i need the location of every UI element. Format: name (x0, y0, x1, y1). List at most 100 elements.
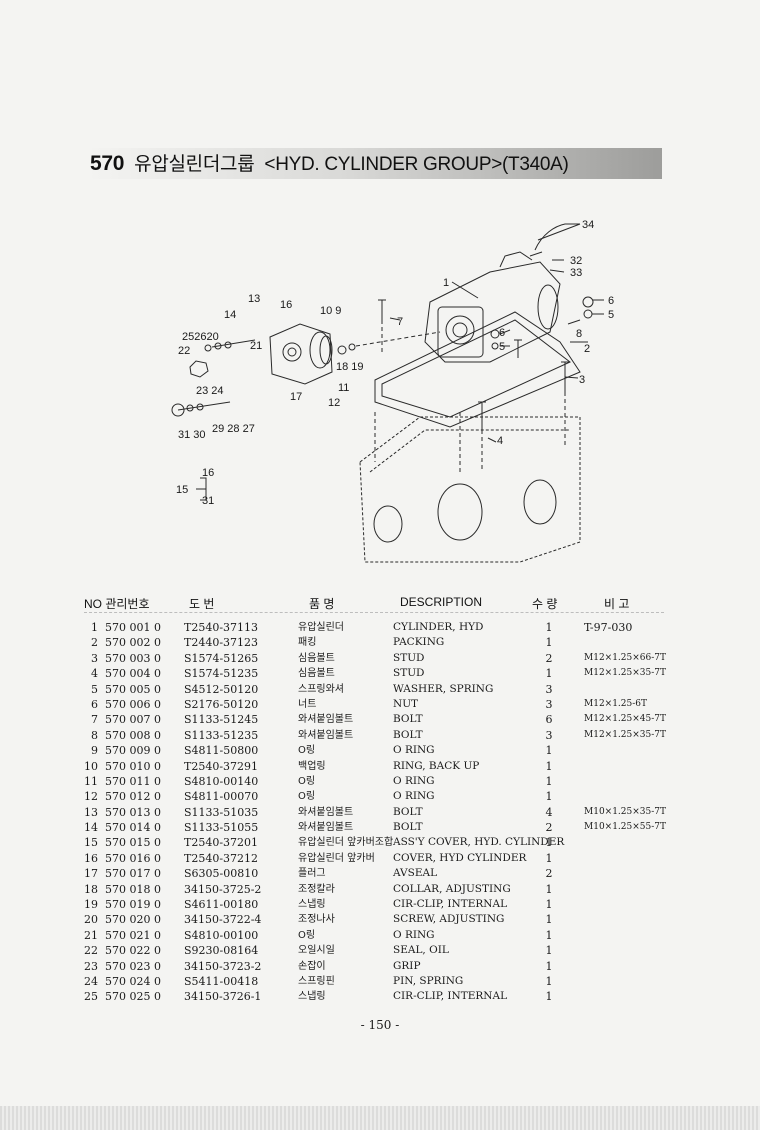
row-name-korean: 오일시일 (298, 945, 335, 957)
callout-6: 6 (499, 327, 505, 339)
row-quantity: 1 (545, 944, 553, 958)
callout-12: 12 (328, 397, 340, 409)
row-no: 7 (91, 713, 98, 727)
row-part-number: S9230-08164 (184, 944, 259, 958)
row-description: PACKING (393, 636, 445, 649)
callout-13: 13 (248, 293, 260, 305)
callout-29: 29 28 27 (212, 423, 255, 435)
row-group-code: 570 023 0 (105, 959, 161, 973)
row-quantity: 1 (545, 621, 553, 634)
row-group-code: 570 012 0 (105, 790, 161, 804)
row-no: 22 (84, 944, 98, 958)
row-note: M12×1.25×66-7T (584, 652, 667, 663)
row-group-code: 570 008 0 (105, 728, 161, 742)
callout-31b: 31 (202, 495, 214, 507)
callout-25: 252620 (182, 331, 219, 343)
row-group-code: 570 004 0 (105, 667, 161, 681)
row-no: 21 (84, 928, 98, 942)
title-korean: 유압실린더그룹 (134, 154, 255, 175)
row-group-code: 570 006 0 (105, 697, 161, 711)
row-name-korean: 조정나사 (298, 914, 335, 926)
cylinder-body (424, 261, 561, 363)
row-description: CYLINDER, HYD (393, 621, 484, 633)
row-no: 9 (91, 744, 98, 758)
row-note: M12×1.25×35-7T (584, 729, 667, 740)
row-no: 24 (84, 974, 98, 988)
callout-14: 14 (224, 309, 236, 321)
row-group-code: 570 005 0 (105, 682, 161, 696)
row-name-korean: O링 (298, 929, 316, 941)
row-quantity: 1 (545, 790, 553, 804)
callout-23: 23 24 (196, 385, 224, 397)
row-name-korean: 스냅링 (298, 899, 326, 911)
callout-4: 4 (497, 435, 503, 447)
row-quantity: 1 (545, 774, 553, 788)
row-description: SEAL, OIL (393, 944, 449, 957)
header-qty: 수 량 (532, 597, 558, 611)
row-description: O RING (393, 790, 435, 803)
row-quantity: 1 (545, 851, 553, 865)
row-description: PIN, SPRING (393, 974, 464, 987)
row-note: M12×1.25-6T (584, 698, 648, 709)
row-description: COLLAR, ADJUSTING (393, 882, 511, 895)
table-header: NO 관리번호 도 번 품 명 DESCRIPTION 수 량 비 고 (84, 594, 664, 613)
row-name-korean: 스냅링 (298, 991, 326, 1003)
callout-32: 32 (570, 255, 582, 267)
callout-6b: 6 (608, 295, 614, 307)
row-group-code: 570 014 0 (105, 821, 161, 835)
row-part-number: S1574-51265 (184, 651, 259, 665)
row-group-code: 570 021 0 (105, 928, 161, 942)
row-part-number: S1133-51245 (184, 713, 259, 727)
row-part-number: T2440-37123 (184, 636, 259, 650)
callout-7: 7 (397, 316, 403, 328)
row-quantity: 3 (545, 728, 553, 742)
row-no: 4 (91, 667, 98, 681)
row-group-code: 570 013 0 (105, 805, 161, 819)
row-note: M12×1.25×45-7T (584, 714, 667, 725)
row-quantity: 1 (545, 744, 553, 758)
row-description: GRIP (393, 959, 421, 972)
row-group-code: 570 003 0 (105, 651, 161, 665)
row-group-code: 570 019 0 (105, 898, 161, 912)
front-cover (269, 323, 333, 385)
row-name-korean: O링 (298, 775, 316, 787)
row-description: BOLT (393, 713, 423, 726)
callout-33: 33 (570, 267, 582, 279)
row-quantity: 6 (545, 713, 553, 727)
row-description: AVSEAL (393, 867, 438, 880)
row-no: 16 (84, 851, 98, 865)
row-name-korean: 심음볼트 (298, 668, 335, 680)
row-group-code: 570 009 0 (105, 744, 161, 758)
row-description: WASHER, SPRING (393, 682, 494, 695)
row-no: 19 (84, 898, 98, 912)
row-name-korean: 너트 (298, 698, 317, 710)
row-note: M12×1.25×35-7T (584, 668, 667, 679)
row-part-number: T2540-37113 (184, 621, 259, 634)
header-part-no: 도 번 (189, 597, 215, 611)
row-group-code: 570 018 0 (105, 882, 161, 896)
row-quantity: 3 (545, 697, 553, 711)
row-no: 18 (84, 882, 98, 896)
row-no: 25 (84, 990, 98, 1004)
row-group-code: 570 025 0 (105, 990, 161, 1004)
row-group-code: 570 015 0 (105, 836, 161, 850)
row-group-code: 570 016 0 (105, 851, 161, 865)
row-name-korean: 와셔붙임볼트 (298, 729, 354, 741)
callout-15: 15 (176, 484, 188, 496)
row-note: T-97-030 (584, 621, 633, 634)
row-no: 10 (84, 759, 98, 773)
callout-5b: 5 (608, 309, 614, 321)
